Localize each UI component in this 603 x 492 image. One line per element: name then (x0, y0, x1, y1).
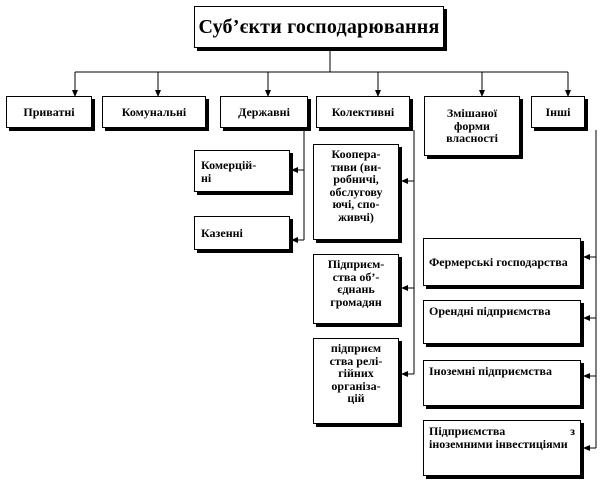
node-private: Приватні (6, 96, 92, 128)
node-collective: Колективні (316, 96, 410, 128)
node-communal: Комунальні (102, 96, 206, 128)
node-mixed-ownership: Змішаної форми власності (424, 96, 520, 156)
root-node: Суб’єкти господарювання (194, 6, 444, 48)
node-foreign-enterprises: Іноземні підприємства (423, 360, 581, 406)
node-commercial: Комерцій- ні (194, 150, 290, 192)
node-cooperatives: Коопера- тиви (ви- робничі, обслугову юч… (313, 144, 399, 240)
node-other: Інші (531, 96, 585, 128)
node-religious-organizations: підприєм ства релі- гійних організа- цій (313, 338, 399, 424)
node-citizen-associations: Підприєм- ства об’- єднань громадян (313, 254, 399, 324)
node-leased-enterprises: Орендні підприємства (423, 300, 581, 344)
node-treasury: Казенні (194, 216, 290, 250)
node-farms: Фермерські господарства (423, 238, 581, 286)
node-foreign-investment-enterprises: Підприємства з іноземними інвестиціями (423, 420, 581, 476)
node-state: Державні (220, 96, 308, 128)
